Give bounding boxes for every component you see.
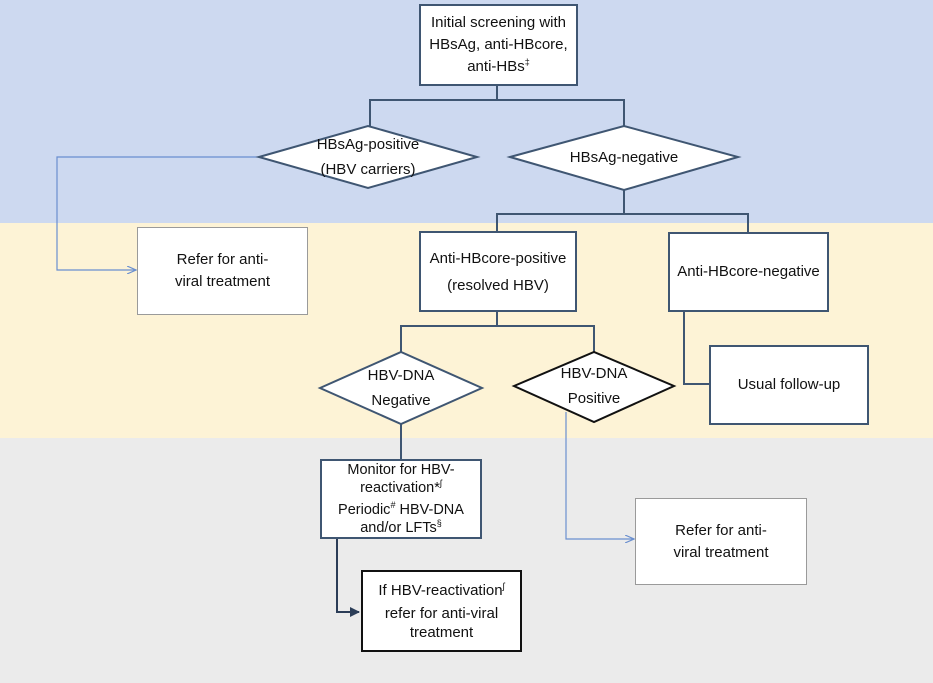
diamond-hbv-dna-positive <box>511 350 677 424</box>
refer-bottom-line2: viral treatment <box>673 543 769 561</box>
connector-to-if-reactivation <box>336 539 360 617</box>
hbsag-negative-line1: HBsAg-negative <box>569 148 679 166</box>
usual-followup-line1: Usual follow-up <box>737 376 841 393</box>
connector-to-hbv-dna <box>400 325 595 352</box>
monitor-line3-rest: HBV-DNA <box>395 502 464 518</box>
node-hbsag-negative: HBsAg-negative <box>545 144 703 170</box>
refer-bottom-line1: Refer for anti- <box>675 521 767 539</box>
hbv-dna-positive-line1: HBV-DNA <box>560 365 628 382</box>
node-refer-bottom: Refer for anti- viral treatment <box>635 498 807 585</box>
diamond-hbsag-positive <box>255 124 481 190</box>
connector-initial-to-branches <box>369 99 625 128</box>
diamond-hbv-dna-negative <box>317 350 485 426</box>
monitor-line4-wrap: and/or LFTs§ <box>360 519 442 537</box>
node-monitor: Monitor for HBV- reactivation*ʃ Periodic… <box>320 459 482 539</box>
anti-hbcore-negative-line1: Anti-HBcore-negative <box>677 263 820 280</box>
hbsag-positive-line2: (HBV carriers) <box>320 161 416 178</box>
monitor-line4-footnote: § <box>436 518 442 529</box>
node-anti-hbcore-negative: Anti-HBcore-negative <box>668 232 829 312</box>
node-refer-top: Refer for anti- viral treatment <box>137 227 308 315</box>
node-anti-hbcore-positive: Anti-HBcore-positive (resolved HBV) <box>419 231 577 312</box>
monitor-line3: Periodic <box>338 502 391 518</box>
refer-top-line1: Refer for anti- <box>176 251 269 268</box>
refer-top-line2: viral treatment <box>174 273 271 290</box>
diamond-hbsag-negative <box>506 124 742 192</box>
anti-hbcore-positive-line1: Anti-HBcore-positive <box>429 249 567 267</box>
hbv-dna-positive-line2: Positive <box>567 390 621 407</box>
monitor-line4: and/or LFTs <box>360 520 437 536</box>
if-reactivation-line2: refer for anti-viral <box>384 604 499 622</box>
node-hbv-dna-negative: HBV-DNA Negative <box>341 362 461 414</box>
initial-screening-line3-wrap: anti-HBs‡ <box>467 56 530 78</box>
hbsag-positive-line1: HBsAg-positive <box>316 136 420 153</box>
if-reactivation-footnote: ʃ <box>502 580 505 591</box>
hbv-dna-negative-line2: Negative <box>371 392 431 409</box>
connector-to-anti-hbcore <box>496 213 749 232</box>
node-initial-screening: Initial screening with HBsAg, anti-HBcor… <box>419 4 578 86</box>
initial-screening-line3: anti-HBs <box>467 58 525 75</box>
monitor-line3-wrap: Periodic# HBV-DNA <box>338 501 464 519</box>
node-usual-followup: Usual follow-up <box>709 345 869 425</box>
node-hbsag-positive: HBsAg-positive (HBV carriers) <box>289 131 447 183</box>
monitor-line2-wrap: reactivation*ʃ <box>360 479 442 497</box>
if-reactivation-line1: If HBV-reactivation <box>378 581 503 599</box>
initial-screening-footnote: ‡ <box>524 57 530 67</box>
if-reactivation-line1-wrap: If HBV-reactivationʃ <box>378 581 504 600</box>
hbv-dna-negative-line1: HBV-DNA <box>367 367 435 384</box>
monitor-line1: Monitor for HBV- <box>347 462 455 478</box>
initial-screening-line1: Initial screening with <box>430 14 567 31</box>
anti-hbcore-positive-line2: (resolved HBV) <box>447 276 549 294</box>
monitor-line2: reactivation* <box>360 480 440 496</box>
arrow-hbsag-positive-to-refer <box>56 156 259 270</box>
connector-to-usual-followup <box>683 312 709 385</box>
initial-screening-line2: HBsAg, anti-HBcore, <box>429 36 568 53</box>
node-hbv-dna-positive: HBV-DNA Positive <box>534 360 654 412</box>
monitor-line3-footnote: # <box>390 500 396 511</box>
monitor-line2-footnote: ʃ <box>439 478 442 489</box>
node-if-reactivation: If HBV-reactivationʃ refer for anti-vira… <box>361 570 522 652</box>
arrow-hbv-dna-positive-to-refer <box>565 412 634 539</box>
if-reactivation-line3: treatment <box>409 623 474 641</box>
